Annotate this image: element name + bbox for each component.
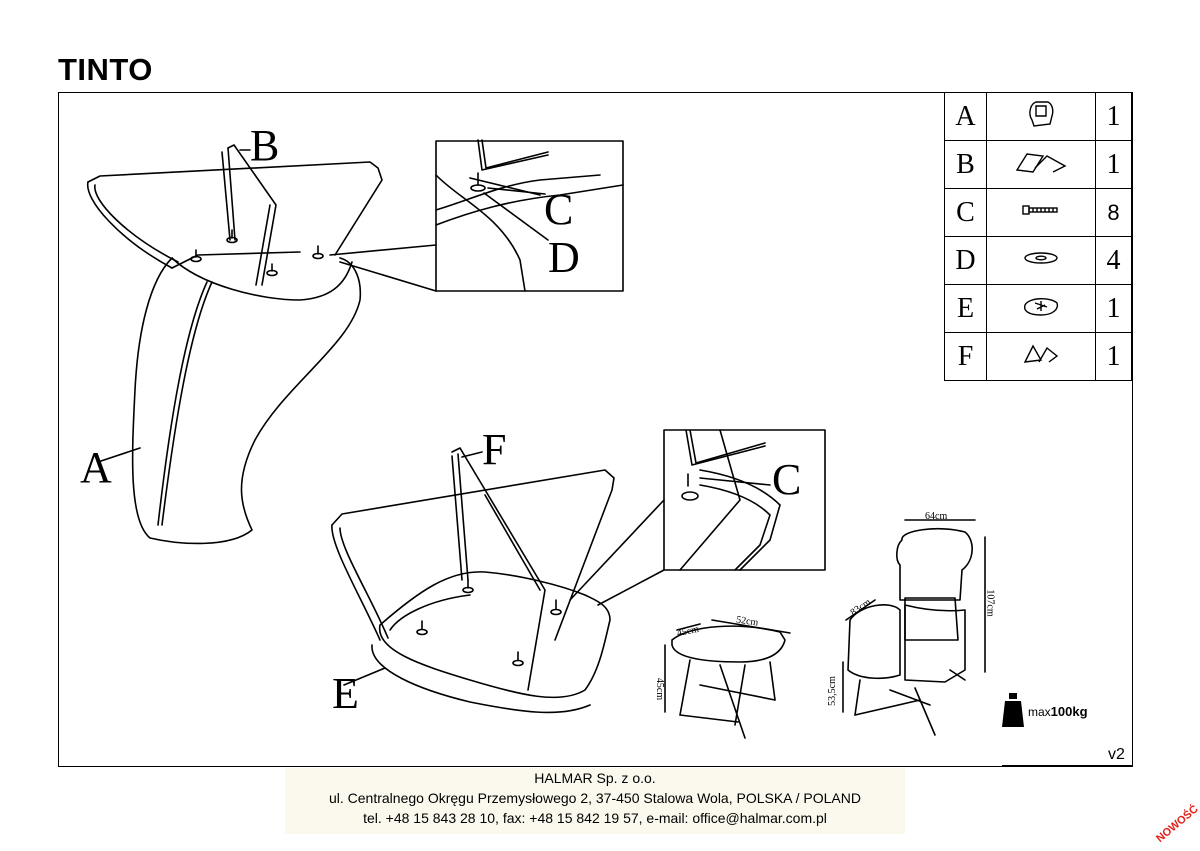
screw-icon xyxy=(986,188,1096,237)
part-letter: C xyxy=(944,188,987,237)
part-qty: 1 xyxy=(1095,284,1132,333)
part-letter: D xyxy=(944,236,987,285)
weight-limit: max100kg xyxy=(1002,693,1088,727)
label-b: B xyxy=(250,121,280,170)
parts-row: D 4 xyxy=(944,236,1132,285)
part-qty: 1 xyxy=(1095,332,1132,381)
company-address: ul. Centralnego Okręgu Przemysłowego 2, … xyxy=(328,790,861,806)
company-name: HALMAR Sp. z o.o. xyxy=(534,770,656,786)
detail-box-2 xyxy=(569,429,826,606)
part-letter: A xyxy=(944,92,987,141)
footstool-seat-drawing xyxy=(371,571,611,714)
dim-chair-width: 64cm xyxy=(925,511,948,522)
part-qty: 1 xyxy=(1095,140,1132,189)
document-title: TINTO xyxy=(58,52,153,87)
company-footer: HALMAR Sp. z o.o. ul. Centralnego Okręgu… xyxy=(285,768,905,834)
version-label: v2 xyxy=(1108,746,1125,763)
part-letter: F xyxy=(944,332,987,381)
chair-screws xyxy=(190,229,324,277)
chair-shell-drawing xyxy=(131,257,362,545)
parts-row: B 1 xyxy=(944,140,1132,189)
part-qty: 8 xyxy=(1095,188,1132,237)
footstool-frame-drawing xyxy=(331,447,615,691)
chair-shell-icon xyxy=(986,92,1096,141)
label-d: D xyxy=(548,233,580,282)
parts-table: A 1 B 1 C 8 D 4 E 1 F 1 xyxy=(944,92,1132,381)
parts-row: A 1 xyxy=(944,92,1132,141)
label-c: C xyxy=(544,185,574,234)
parts-row: F 1 xyxy=(944,332,1132,381)
part-letter: B xyxy=(944,140,987,189)
label-f: F xyxy=(482,425,507,474)
footstool-frame-icon xyxy=(986,332,1096,381)
detail-box-1 xyxy=(329,139,624,292)
weight-icon xyxy=(1002,693,1024,727)
parts-row: E 1 xyxy=(944,284,1132,333)
washer-icon xyxy=(986,236,1096,285)
footstool-seat-icon xyxy=(986,284,1096,333)
version-underline xyxy=(1002,765,1133,766)
label-a: A xyxy=(80,443,112,492)
part-qty: 1 xyxy=(1095,92,1132,141)
stool-illustration xyxy=(664,619,791,739)
weight-prefix: max xyxy=(1028,705,1051,719)
dim-chair-height: 107cm xyxy=(984,589,996,617)
chair-frame-icon xyxy=(986,140,1096,189)
weight-value: 100kg xyxy=(1050,704,1088,719)
armchair-illustration xyxy=(842,519,986,736)
label-c-stool: C xyxy=(772,455,802,504)
part-letter: E xyxy=(944,284,987,333)
dim-seat-height: 53,5cm xyxy=(826,676,838,706)
instruction-frame xyxy=(58,92,1133,767)
part-qty: 4 xyxy=(1095,236,1132,285)
dim-stool-height: 45cm xyxy=(654,677,666,701)
company-contact: tel. +48 15 843 28 10, fax: +48 15 842 1… xyxy=(363,810,827,826)
weight-label: max100kg xyxy=(1028,704,1088,719)
stool-screws xyxy=(416,579,562,667)
label-e: E xyxy=(332,669,359,718)
parts-row: C 8 xyxy=(944,188,1132,237)
chair-frame-drawing xyxy=(87,144,383,286)
